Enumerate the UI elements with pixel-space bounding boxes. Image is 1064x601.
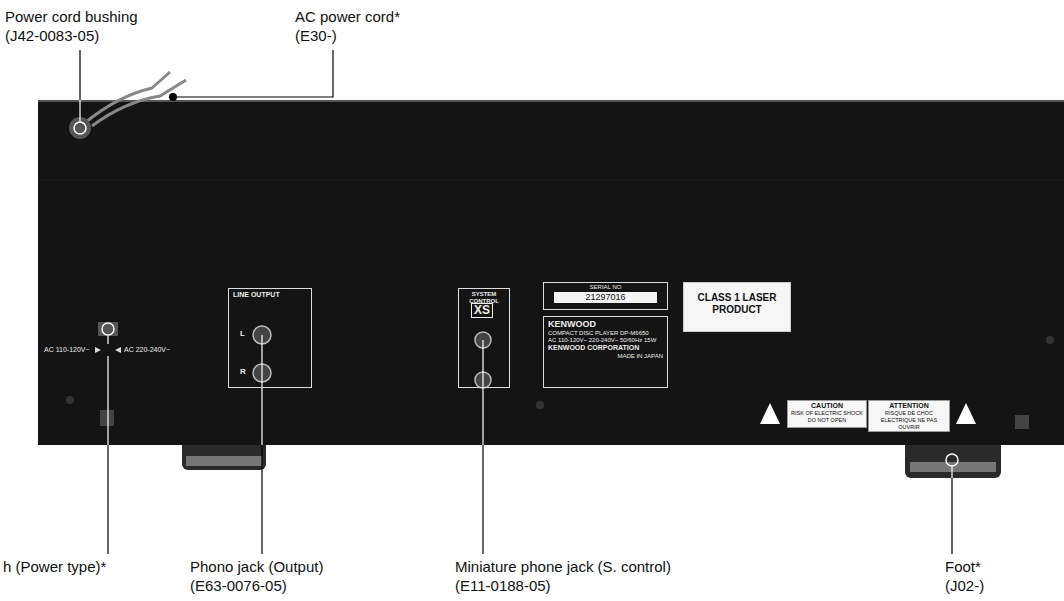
logo-text: XS <box>471 303 493 318</box>
left-foot-highlight <box>186 456 262 466</box>
callout-dot <box>169 93 177 101</box>
panel-fold <box>38 180 1064 181</box>
node-heading: KENWOOD <box>548 319 663 330</box>
power-cord-wire <box>92 80 186 126</box>
leader-line <box>951 466 952 478</box>
node-heading: CAUTION <box>790 402 864 410</box>
callout-circle <box>102 323 114 335</box>
node-heading: CLASS 1 LASER PRODUCT <box>694 292 780 316</box>
channel-marking: L <box>240 329 245 339</box>
screw <box>1046 336 1054 344</box>
node-heading: ATTENTION <box>871 402 947 410</box>
callout-label: Phono jack (Output) (E63-0076-05) <box>190 558 340 596</box>
leader-line <box>107 445 108 554</box>
callout-circle <box>74 122 86 134</box>
warning-triangle <box>956 403 976 424</box>
node-text: RISK OF ELECTRIC SHOCK DO NOT OPEN <box>790 410 864 423</box>
screw <box>66 396 74 404</box>
warning-triangle <box>760 403 780 424</box>
panel-top-edge <box>38 100 1064 102</box>
node-heading: SERIAL NO <box>548 284 663 291</box>
node-text: MADE IN JAPAN <box>548 353 663 360</box>
attention-label: ATTENTIONRISQUE DE CHOC ELECTRIQUE NE PA… <box>868 400 950 432</box>
line-output-frame: LINE OUTPUT <box>228 288 312 388</box>
node-heading: LINE OUTPUT <box>233 291 307 299</box>
panel-tab <box>100 410 114 426</box>
callout-label: Miniature phone jack (S. control) (E11-0… <box>455 558 705 596</box>
leader-line <box>177 50 333 97</box>
node-text: 21297016 <box>554 292 657 303</box>
screw <box>536 401 544 409</box>
callout-label: h (Power type)* <box>3 558 133 577</box>
leader-line <box>951 478 952 554</box>
callout-circle <box>946 454 958 466</box>
node-text: COMPACT DISC PLAYER DP-M6650 <box>548 330 663 337</box>
node-text: KENWOOD CORPORATION <box>548 344 663 352</box>
node-text: AC 110-120V~ 220-240V~ 50/60Hz 15W <box>548 337 663 344</box>
rear-panel <box>38 100 1064 445</box>
right-foot-highlight <box>910 462 996 472</box>
channel-marking: R <box>240 367 246 377</box>
leader-line <box>482 340 483 445</box>
laser-class-label: CLASS 1 LASER PRODUCT <box>683 282 791 332</box>
right-foot <box>905 440 1001 478</box>
node-heading: SYSTEM CONTROL <box>462 291 506 305</box>
serial-number-plate: SERIAL NO21297016 <box>543 282 668 310</box>
leader-line <box>79 50 80 100</box>
system-control-frame: SYSTEM CONTROL <box>458 288 510 388</box>
leader-line <box>261 335 262 445</box>
node-text: RISQUE DE CHOC ELECTRIQUE NE PAS OUVRIR <box>871 410 947 430</box>
leader-line <box>107 336 108 344</box>
callout-label: Foot* (J02-) <box>945 558 1005 596</box>
callout-label: AC power cord* (E30-) <box>295 8 415 46</box>
voltage-marking: AC 220-240V~ <box>124 346 170 355</box>
switch-arrows <box>95 347 121 353</box>
leader-line <box>79 100 80 122</box>
voltage-switch <box>98 322 118 336</box>
panel-tab <box>1015 415 1029 429</box>
leader-line <box>482 445 483 554</box>
rating-plate: KENWOODCOMPACT DISC PLAYER DP-M6650AC 11… <box>543 316 668 388</box>
caution-label: CAUTIONRISK OF ELECTRIC SHOCK DO NOT OPE… <box>787 400 867 428</box>
voltage-marking: AC 110-120V~ <box>44 346 90 355</box>
leader-line <box>107 356 108 445</box>
callout-label: Power cord bushing (J42-0083-05) <box>5 8 155 46</box>
leader-line <box>261 445 262 554</box>
